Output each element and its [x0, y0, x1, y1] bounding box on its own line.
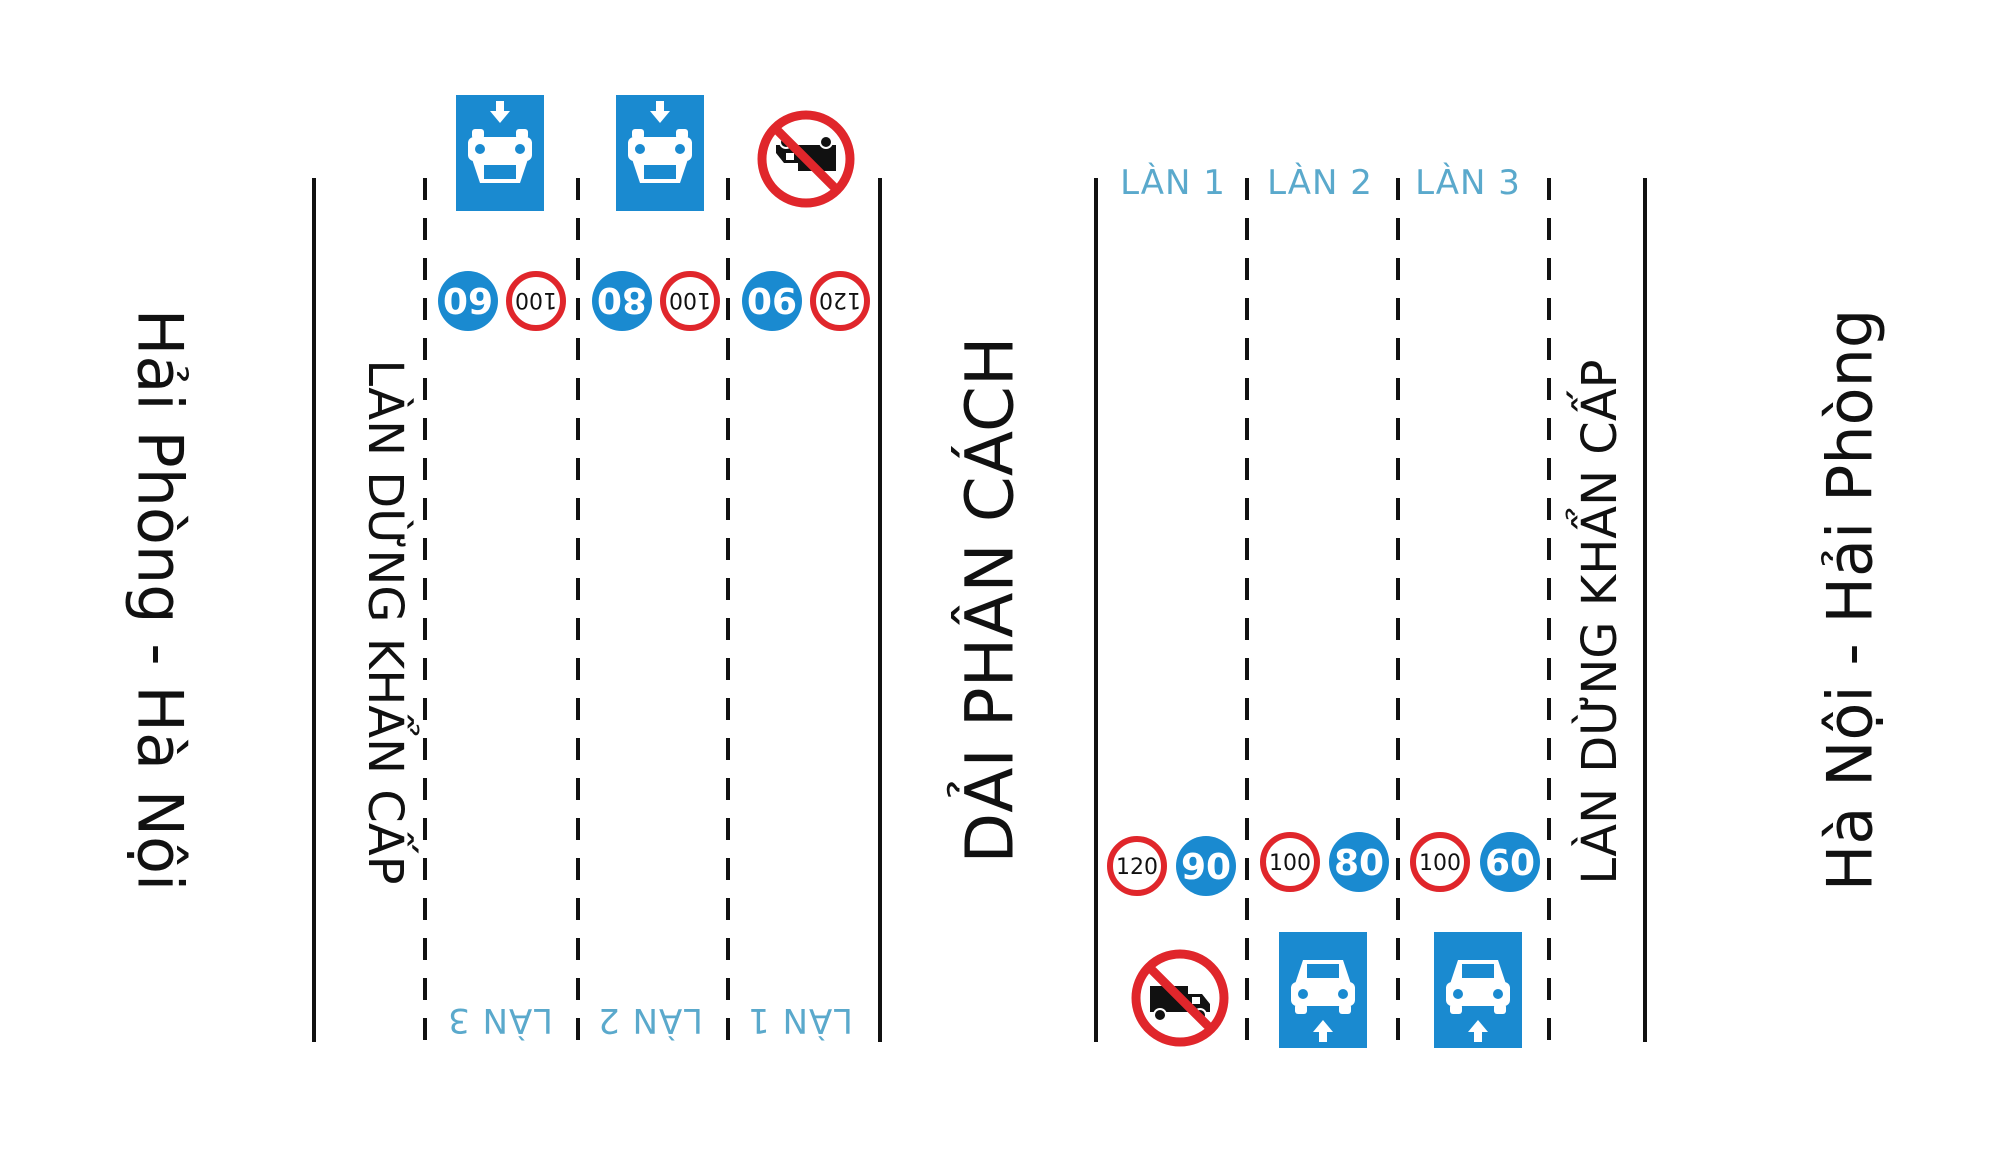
svg-text:100: 100: [515, 287, 557, 312]
svg-text:120: 120: [1116, 855, 1158, 880]
right-lane-3-max-speed-sign: 100: [1410, 832, 1470, 892]
right-lane-3-car-sign: [1434, 932, 1522, 1048]
right-lane-1-min-speed-sign: 90: [1176, 836, 1236, 896]
right-lane-3-min-speed-sign: 60: [1480, 832, 1540, 892]
right-lane-2-min-speed-sign: 80: [1329, 832, 1389, 892]
right-lane-1-max-speed-sign: 120: [1107, 836, 1167, 896]
left-lane-2-car-sign: [616, 95, 704, 211]
svg-text:80: 80: [1334, 843, 1384, 884]
svg-text:90: 90: [1181, 847, 1231, 888]
right-lane-label-2: LÀN 2: [1267, 163, 1373, 203]
svg-text:90: 90: [747, 279, 797, 320]
svg-text:80: 80: [597, 279, 647, 320]
left-lane-3-max-speed-sign: 100: [506, 271, 566, 331]
left-lane-1-no-truck-sign: [762, 115, 850, 203]
svg-text:100: 100: [1419, 851, 1461, 876]
svg-text:60: 60: [443, 279, 493, 320]
right-lane-label-1: LÀN 1: [1120, 163, 1226, 203]
right-lane-2-max-speed-sign: 100: [1260, 832, 1320, 892]
svg-text:120: 120: [819, 287, 861, 312]
right-lane-2-car-sign: [1279, 932, 1367, 1048]
left-lane-2-max-speed-sign: 100: [660, 271, 720, 331]
left-lane-2-min-speed-sign: 80: [592, 271, 652, 331]
right-lane-1-no-truck-sign: [1136, 954, 1224, 1042]
left-lane-1-min-speed-sign: 90: [742, 271, 802, 331]
left-lane-3-car-sign: [456, 95, 544, 211]
svg-text:100: 100: [669, 287, 711, 312]
right-lane-label-3: LÀN 3: [1415, 163, 1521, 203]
left-lane-1-max-speed-sign: 120: [810, 271, 870, 331]
svg-text:60: 60: [1485, 843, 1535, 884]
left-lane-3-min-speed-sign: 60: [438, 271, 498, 331]
svg-text:100: 100: [1269, 851, 1311, 876]
dashed-lane-lines: [423, 178, 1551, 1042]
